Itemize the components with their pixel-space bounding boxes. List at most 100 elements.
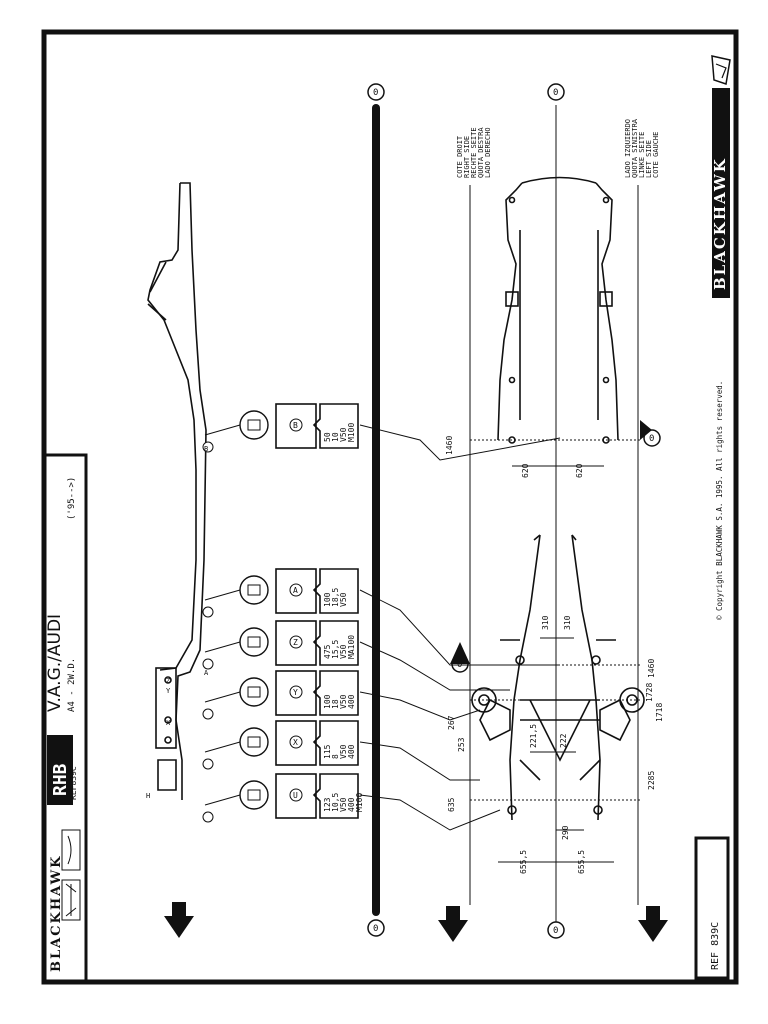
right-side-label: RECHTE SEITE bbox=[470, 127, 478, 178]
point-spec: 100 bbox=[323, 694, 332, 709]
title-brand: BLACKHAWK bbox=[49, 855, 64, 972]
point-callout-icon bbox=[202, 708, 214, 720]
plan-view-drawing bbox=[471, 176, 645, 821]
datum-circle-icon bbox=[547, 921, 565, 939]
height-value: 2285 bbox=[647, 771, 656, 790]
height-value: 1460 bbox=[445, 436, 454, 455]
point-spec: V50 bbox=[339, 427, 348, 442]
left-side-label: QUOTA SINISTRA bbox=[631, 118, 639, 178]
point-spec: 8 bbox=[331, 754, 340, 759]
ref-small: REF839C bbox=[69, 766, 78, 800]
datum-circle-icon bbox=[547, 83, 565, 101]
dimension-value: 221,5 bbox=[529, 724, 538, 748]
point-callout-icon bbox=[202, 606, 214, 618]
point-spec-box bbox=[312, 670, 359, 716]
series-logo-bg bbox=[47, 735, 73, 805]
point-spec: V50 bbox=[339, 694, 348, 709]
arrow-down-icon bbox=[638, 906, 668, 942]
point-spec: 475 bbox=[323, 644, 332, 659]
datum-triangle-icon bbox=[450, 642, 470, 664]
arrow-down-icon bbox=[438, 906, 468, 942]
series-logo: RHB bbox=[50, 763, 71, 796]
fixture-head-icon bbox=[239, 727, 269, 757]
car-thumbnail-icon bbox=[61, 829, 81, 921]
height-value: 1460 bbox=[647, 659, 656, 678]
point-letter: B bbox=[293, 421, 298, 430]
callout-letter: H bbox=[146, 792, 150, 800]
point-spec-box bbox=[312, 720, 359, 766]
callout-letter: Z bbox=[166, 677, 170, 685]
height-value: 253 bbox=[457, 737, 466, 752]
datum-circle-icon bbox=[367, 919, 385, 937]
point-spec: MA100 bbox=[347, 635, 356, 659]
datum-symbol: 0 bbox=[373, 924, 378, 934]
callout-letter: X bbox=[166, 719, 171, 727]
ref-label: REF 839C bbox=[710, 922, 721, 970]
height-value: 635 bbox=[447, 797, 456, 812]
title-block bbox=[42, 453, 88, 984]
point-spec: 123 bbox=[323, 797, 332, 812]
datum-circle-icon bbox=[367, 83, 385, 101]
model-years: ('95-->) bbox=[67, 477, 77, 520]
point-callout-icon bbox=[202, 758, 214, 770]
point-spec-box bbox=[312, 620, 359, 666]
left-side-label: COTE GAUCHE bbox=[652, 132, 660, 178]
direction-arrows bbox=[164, 902, 668, 942]
right-side-label: LADO DERECHO bbox=[484, 127, 492, 178]
dimension-value: 655,5 bbox=[519, 850, 528, 874]
right-side-label: COTE DROIT bbox=[456, 135, 464, 178]
dimension-lines bbox=[470, 439, 640, 863]
side-profile-drawing bbox=[147, 182, 207, 800]
dimension-value: 620 bbox=[521, 463, 530, 478]
leader-lines bbox=[359, 424, 561, 831]
point-spec: V50 bbox=[339, 592, 348, 607]
point-spec: M100 bbox=[347, 423, 356, 442]
fixture-head-icon bbox=[239, 677, 269, 707]
height-value: 1728 bbox=[645, 683, 654, 702]
point-spec: 18,5 bbox=[331, 588, 340, 607]
point-letter: X bbox=[293, 738, 298, 747]
point-spec: 400 bbox=[347, 797, 356, 812]
datum-symbol: 0 bbox=[553, 88, 558, 98]
point-callout-icon bbox=[202, 658, 214, 670]
left-side-label: LINKE SEITE bbox=[638, 132, 646, 178]
height-value: 1718 bbox=[655, 703, 664, 722]
datum-triangle-icon bbox=[640, 420, 652, 440]
point-spec-box bbox=[312, 773, 359, 819]
left-side-label: LADO IZQUIERDO bbox=[624, 119, 632, 178]
point-letter: Z bbox=[293, 638, 298, 647]
point-spec: V50 bbox=[339, 644, 348, 659]
dimension-value: 655,5 bbox=[577, 850, 586, 874]
brand-logo: BLACKHAWK bbox=[711, 55, 731, 298]
height-value: 267 bbox=[447, 715, 456, 730]
fixture-head-icon bbox=[239, 410, 269, 440]
point-spec: 400 bbox=[347, 694, 356, 709]
dimension-value: 310 bbox=[541, 615, 550, 630]
dimension-value: 620 bbox=[575, 463, 584, 478]
datum-symbol: 0 bbox=[649, 434, 654, 444]
point-letter: U bbox=[293, 791, 298, 800]
arrow-down-icon bbox=[164, 902, 194, 938]
point-spec: 18 bbox=[331, 699, 340, 709]
hawk-emblem-icon bbox=[711, 55, 731, 85]
point-letter: A bbox=[293, 586, 298, 595]
point-callout-icon bbox=[202, 441, 214, 453]
model-title: V.A.G./AUDI bbox=[45, 614, 65, 712]
datum-symbol: 0 bbox=[373, 88, 378, 98]
point-spec: 10,5 bbox=[331, 793, 340, 812]
datum-symbol: 0 bbox=[553, 926, 558, 936]
dimension-value: 222 bbox=[559, 733, 568, 748]
point-spec: 400 bbox=[347, 744, 356, 759]
point-spec: 50 bbox=[323, 432, 332, 442]
